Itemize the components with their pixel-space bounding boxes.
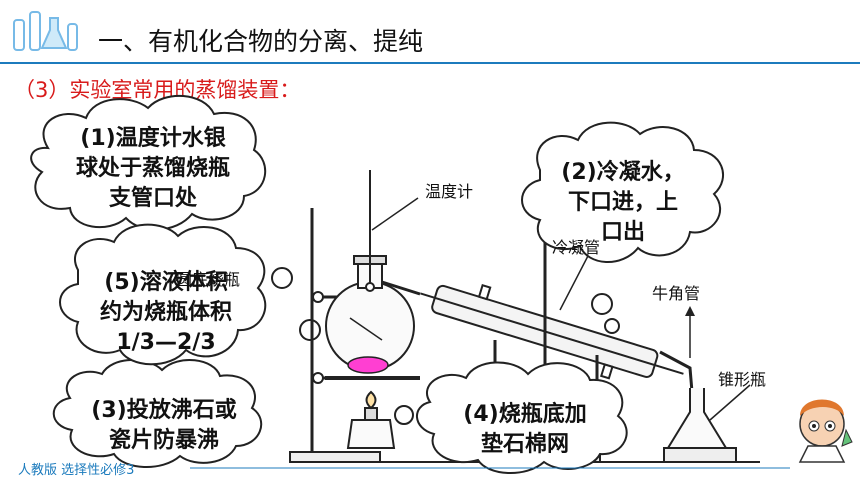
note4-line2: 垫石棉网 xyxy=(480,432,569,457)
cloud-note1 xyxy=(30,95,267,231)
note3-line1: (3)投放沸石或 xyxy=(91,398,237,423)
section-subtitle: （3）实验室常用的蒸馏装置： xyxy=(14,78,301,102)
thermometer-bulb xyxy=(365,282,375,292)
note5-line1: (5)溶液体积 xyxy=(104,270,228,295)
arrow-adapter xyxy=(685,306,695,316)
note5-line3: 1/3—2/3 xyxy=(116,330,216,355)
note4-line1: (4)烧瓶底加 xyxy=(463,402,587,427)
pointer-thermometer xyxy=(371,197,419,231)
note5-line2: 约为烧瓶体积 xyxy=(99,300,232,325)
footer-textbook-label: 人教版 选择性必修3 xyxy=(18,463,135,478)
scientist-mascot-icon xyxy=(798,399,853,463)
note2-line1: (2)冷凝水， xyxy=(561,160,685,185)
liquid-in-flask xyxy=(347,356,389,374)
title-divider xyxy=(0,62,860,64)
adapter-tube xyxy=(659,350,694,393)
cloud-note5 xyxy=(59,223,267,366)
note1-line3: 支管口处 xyxy=(108,186,197,211)
page-title: 一、有机化合物的分离、提纯 xyxy=(98,27,424,56)
glassware-logo-icon xyxy=(13,11,78,51)
note1-line1: (1)温度计水银 xyxy=(80,126,226,151)
pointer-erlenmeyer xyxy=(709,384,751,421)
note-asbestos-gauze: (4)烧瓶底加 垫石棉网 xyxy=(440,400,610,460)
label-flask: 圆底烧瓶 xyxy=(176,270,241,289)
note-boiling-chips: (3)投放沸石或 瓷片防暴沸 xyxy=(76,396,252,456)
alcohol-burner xyxy=(346,419,396,449)
note2-line3: 口出 xyxy=(600,220,645,245)
flask-block xyxy=(663,447,737,463)
left-stand-base xyxy=(289,451,381,463)
note1-line2: 球处于蒸馏烧瓶 xyxy=(75,156,230,181)
pointer-condenser xyxy=(559,251,591,311)
pointer-solution xyxy=(349,317,383,341)
note-thermometer-position: (1)温度计水银 球处于蒸馏烧瓶 支管口处 xyxy=(58,124,248,214)
clamp-knob xyxy=(312,291,324,303)
note-solution-volume: (5)溶液体积 约为烧瓶体积 1/3—2/3 xyxy=(82,268,250,358)
label-erlenmeyer: 锥形瓶 xyxy=(718,370,767,389)
note2-line2: 下口进，上 xyxy=(567,190,678,215)
note3-line2: 瓷片防暴沸 xyxy=(108,428,219,453)
label-adapter: 牛角管 xyxy=(652,284,701,303)
ring-knob xyxy=(312,372,324,384)
label-condenser: 冷凝管 xyxy=(552,238,601,257)
cloud-note2 xyxy=(521,121,724,263)
label-thermometer: 温度计 xyxy=(425,182,474,201)
cloud-note4 xyxy=(416,361,628,474)
decor-bubbles xyxy=(271,221,620,425)
flask-side-arm xyxy=(381,280,421,296)
flame-icon xyxy=(365,390,377,410)
note-cooling-water: (2)冷凝水， 下口进，上 口出 xyxy=(548,158,698,248)
